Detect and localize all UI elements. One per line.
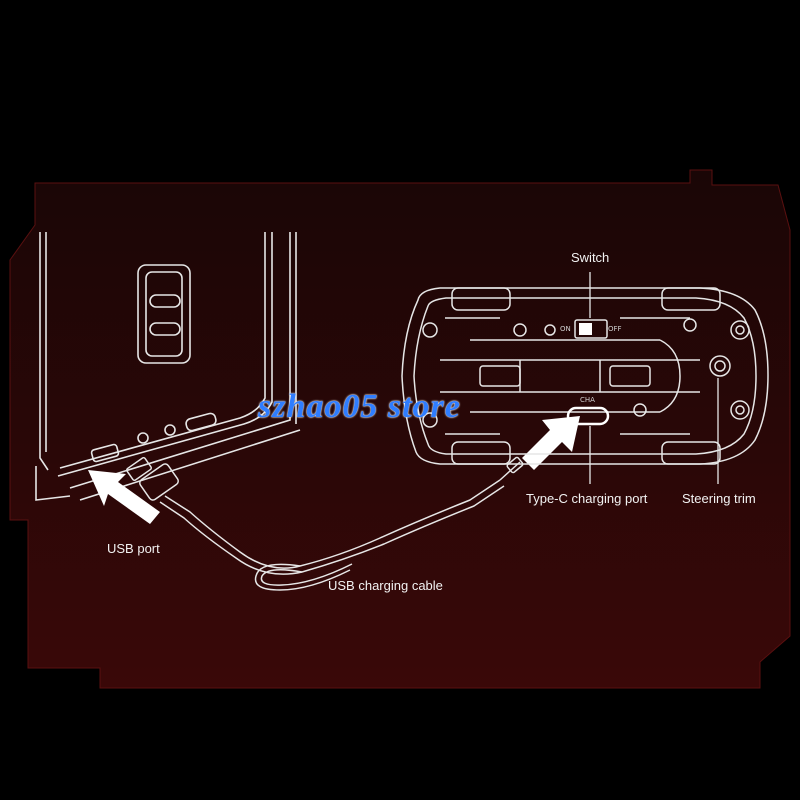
type-c-port-label: Type-C charging port	[526, 491, 648, 506]
usb-cable-drawing	[126, 456, 524, 591]
store-watermark: szhao05 store	[258, 388, 461, 425]
usb-port-label: USB port	[107, 541, 160, 556]
usb-port-arrow	[88, 470, 160, 524]
type-c-port	[566, 406, 610, 426]
controller-outline	[35, 232, 301, 501]
steering-trim-label: Steering trim	[682, 491, 756, 506]
switch-off-text: OFF	[608, 325, 622, 333]
car-outline	[401, 287, 769, 465]
usb-cable-label: USB charging cable	[328, 578, 443, 593]
switch-on-text: ON	[560, 325, 571, 333]
controller-ports	[90, 412, 217, 463]
type-c-arrow	[522, 416, 580, 470]
switch-label: Switch	[571, 250, 610, 265]
background-panel	[9, 169, 791, 689]
leader-lines	[589, 272, 719, 484]
power-switch	[574, 319, 608, 339]
port-text: CHA	[580, 396, 595, 404]
